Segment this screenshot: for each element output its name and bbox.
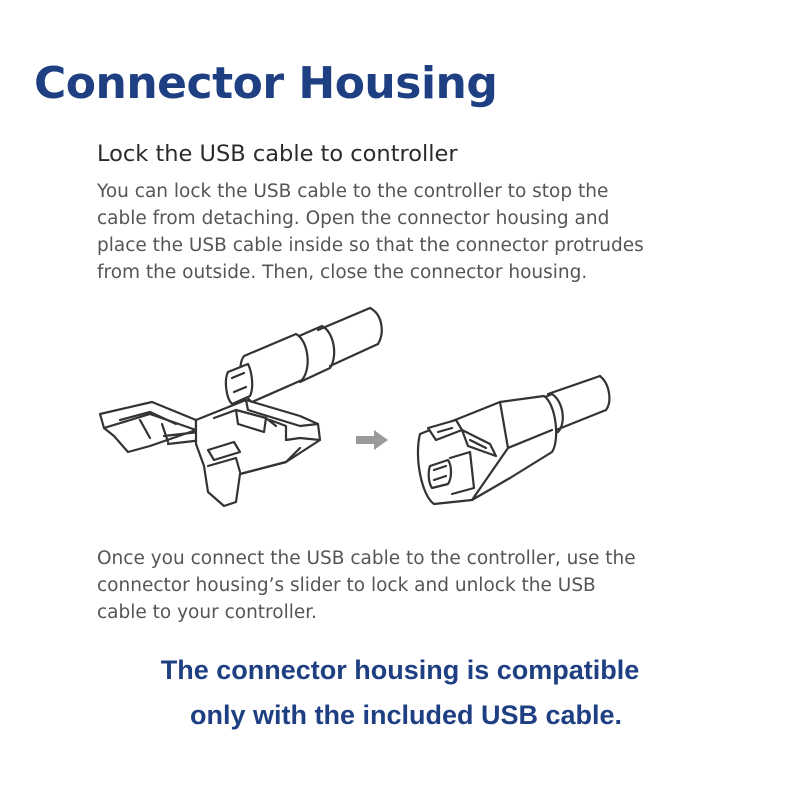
paragraph-line: from the outside. Then, close the connec… bbox=[97, 262, 588, 283]
arrow-right-icon bbox=[356, 430, 388, 450]
slider-instruction-paragraph: Once you connect the USB cable to the co… bbox=[97, 545, 737, 626]
compatibility-note-line: only with the included USB cable. bbox=[189, 700, 623, 730]
instruction-paragraph: You can lock the USB cable to the contro… bbox=[97, 178, 737, 286]
connector-housing-illustration bbox=[98, 306, 611, 508]
usb-c-cable-icon bbox=[224, 306, 383, 406]
paragraph-line: connector housing’s slider to lock and u… bbox=[97, 575, 596, 596]
paragraph-line: You can lock the USB cable to the contro… bbox=[97, 181, 609, 202]
paragraph-line: place the USB cable inside so that the c… bbox=[97, 235, 644, 256]
closed-housing-icon bbox=[416, 374, 611, 506]
paragraph-line: cable from detaching. Open the connector… bbox=[97, 208, 610, 229]
page-title: Connector Housing bbox=[34, 58, 498, 109]
paragraph-line: Once you connect the USB cable to the co… bbox=[97, 548, 636, 569]
paragraph-line: cable to your controller. bbox=[97, 602, 318, 623]
compatibility-note-line: The connector housing is compatible bbox=[160, 655, 640, 685]
open-housing-icon bbox=[98, 398, 322, 508]
section-heading: Lock the USB cable to controller bbox=[97, 141, 458, 167]
